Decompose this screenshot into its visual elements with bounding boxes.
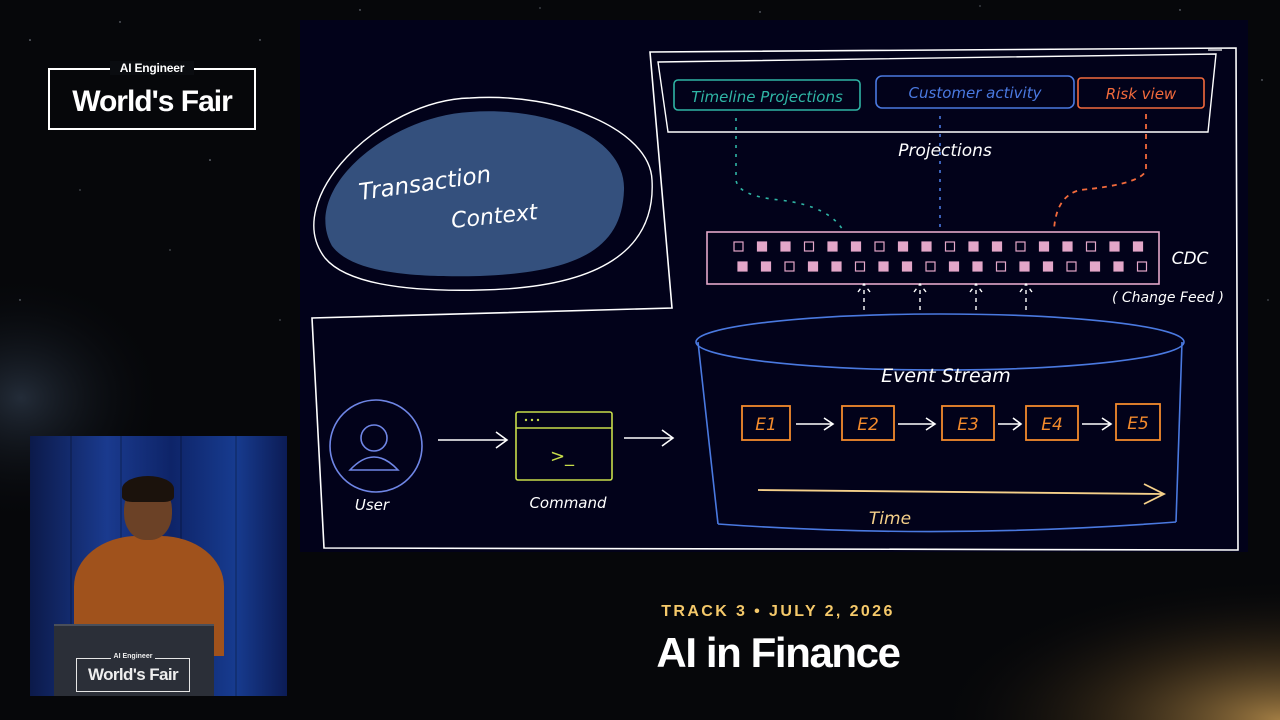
cdc-change-marker bbox=[991, 241, 1003, 252]
event-e2: E2 bbox=[841, 405, 895, 441]
cdc-change-marker bbox=[850, 241, 862, 252]
event-logo-subtitle: AI Engineer bbox=[110, 61, 194, 75]
timeline-connector bbox=[735, 118, 845, 233]
cdc-change-marker bbox=[760, 261, 772, 272]
cdc-change-marker bbox=[972, 261, 983, 272]
podium-logo-subtitle: AI Engineer bbox=[111, 653, 155, 660]
projections-caption: Projections bbox=[898, 141, 992, 161]
cdc-change-marker bbox=[878, 261, 889, 272]
time-label: Time bbox=[869, 509, 911, 529]
cdc-change-marker bbox=[1132, 241, 1144, 252]
cdc-change-marker bbox=[803, 241, 815, 252]
event-e1-label: E1 bbox=[755, 415, 777, 435]
event-e2-label: E2 bbox=[857, 415, 879, 435]
cdc-change-marker bbox=[1042, 261, 1054, 272]
podium bbox=[54, 624, 214, 696]
cdc-change-marker bbox=[831, 261, 842, 272]
presentation-slide: Transaction Context Timeline Projections… bbox=[300, 20, 1248, 552]
risk-connector bbox=[1053, 114, 1147, 231]
cdc-change-marker bbox=[756, 241, 768, 252]
cdc-change-marker bbox=[874, 241, 885, 252]
command-terminal: >_ Command bbox=[515, 411, 613, 512]
cdc-change-marker bbox=[1085, 241, 1097, 252]
cdc-change-marker bbox=[780, 241, 791, 252]
context-boundary bbox=[311, 47, 1239, 551]
event-e1: E1 bbox=[741, 405, 791, 441]
event-stream-cylinder: Event Stream bbox=[695, 313, 1185, 533]
speaker-hair bbox=[122, 476, 174, 502]
cdc-change-marker bbox=[827, 241, 838, 252]
cdc-label: CDC bbox=[1172, 249, 1209, 269]
podium-logo-title: World's Fair bbox=[87, 665, 179, 684]
user-to-command-arrow bbox=[438, 431, 509, 449]
cdc-feed-arrows bbox=[857, 282, 1033, 310]
event-stream-title: Event Stream bbox=[881, 365, 1011, 387]
cdc-sublabel: ( Change Feed ) bbox=[1112, 290, 1224, 306]
event-e3: E3 bbox=[941, 405, 995, 441]
cdc-change-marker bbox=[737, 261, 748, 272]
podium-logo: AI Engineer World's Fair bbox=[76, 653, 190, 692]
cdc-change-marker bbox=[733, 241, 744, 252]
cdc-change-feed: CDC ( Change Feed ) bbox=[706, 231, 1224, 306]
risk-view-label: Risk view bbox=[1106, 85, 1177, 103]
cdc-change-marker bbox=[1089, 261, 1101, 272]
cdc-change-marker bbox=[921, 241, 932, 252]
cdc-change-marker bbox=[1019, 261, 1030, 272]
cdc-change-marker bbox=[1038, 241, 1050, 252]
cdc-change-marker bbox=[1136, 261, 1148, 272]
cdc-change-marker bbox=[1066, 261, 1077, 272]
event-e5-label: E5 bbox=[1127, 414, 1149, 434]
cdc-change-marker bbox=[925, 261, 936, 272]
cdc-change-marker bbox=[901, 261, 913, 272]
time-arrow: Time bbox=[757, 483, 1167, 529]
command-prompt: >_ bbox=[550, 446, 575, 467]
cdc-change-marker bbox=[995, 261, 1007, 272]
event-arrows bbox=[796, 417, 1113, 431]
cdc-change-marker bbox=[944, 241, 956, 252]
timeline-projections-box: Timeline Projections bbox=[673, 79, 861, 111]
event-e4: E4 bbox=[1025, 405, 1079, 441]
command-label: Command bbox=[529, 494, 607, 512]
cdc-change-marker bbox=[784, 261, 795, 272]
user-label: User bbox=[355, 496, 390, 514]
session-title: AI in Finance bbox=[656, 629, 901, 676]
cdc-change-marker bbox=[1015, 241, 1026, 252]
cdc-change-marker bbox=[897, 241, 909, 252]
event-e3-label: E3 bbox=[957, 415, 979, 435]
event-e5: E5 bbox=[1115, 403, 1161, 441]
event-e4-label: E4 bbox=[1041, 415, 1063, 435]
cdc-change-marker bbox=[854, 261, 866, 272]
timeline-projections-label: Timeline Projections bbox=[691, 88, 843, 106]
event-logo-title: World's Fair bbox=[72, 85, 233, 118]
architecture-diagram: Transaction Context Timeline Projections… bbox=[311, 47, 1239, 551]
speaker-video: AI Engineer World's Fair bbox=[30, 436, 287, 696]
cdc-change-marker bbox=[1109, 241, 1120, 252]
track-info: TRACK 3 • JULY 2, 2026 bbox=[661, 603, 895, 620]
customer-activity-box: Customer activity bbox=[875, 75, 1075, 109]
transaction-context-blob: Transaction Context bbox=[313, 96, 653, 291]
projections-panel bbox=[657, 53, 1217, 133]
risk-view-box: Risk view bbox=[1077, 77, 1205, 109]
cdc-change-marker bbox=[948, 261, 960, 272]
user-node: User bbox=[329, 399, 423, 514]
customer-activity-label: Customer activity bbox=[909, 84, 1043, 102]
cdc-change-marker bbox=[968, 241, 979, 252]
cdc-change-marker bbox=[807, 261, 819, 272]
event-logo: AI Engineer World's Fair bbox=[48, 61, 256, 130]
cdc-change-marker bbox=[1062, 241, 1073, 252]
cdc-change-marker bbox=[1113, 261, 1124, 272]
command-to-stream-arrow bbox=[624, 429, 675, 447]
